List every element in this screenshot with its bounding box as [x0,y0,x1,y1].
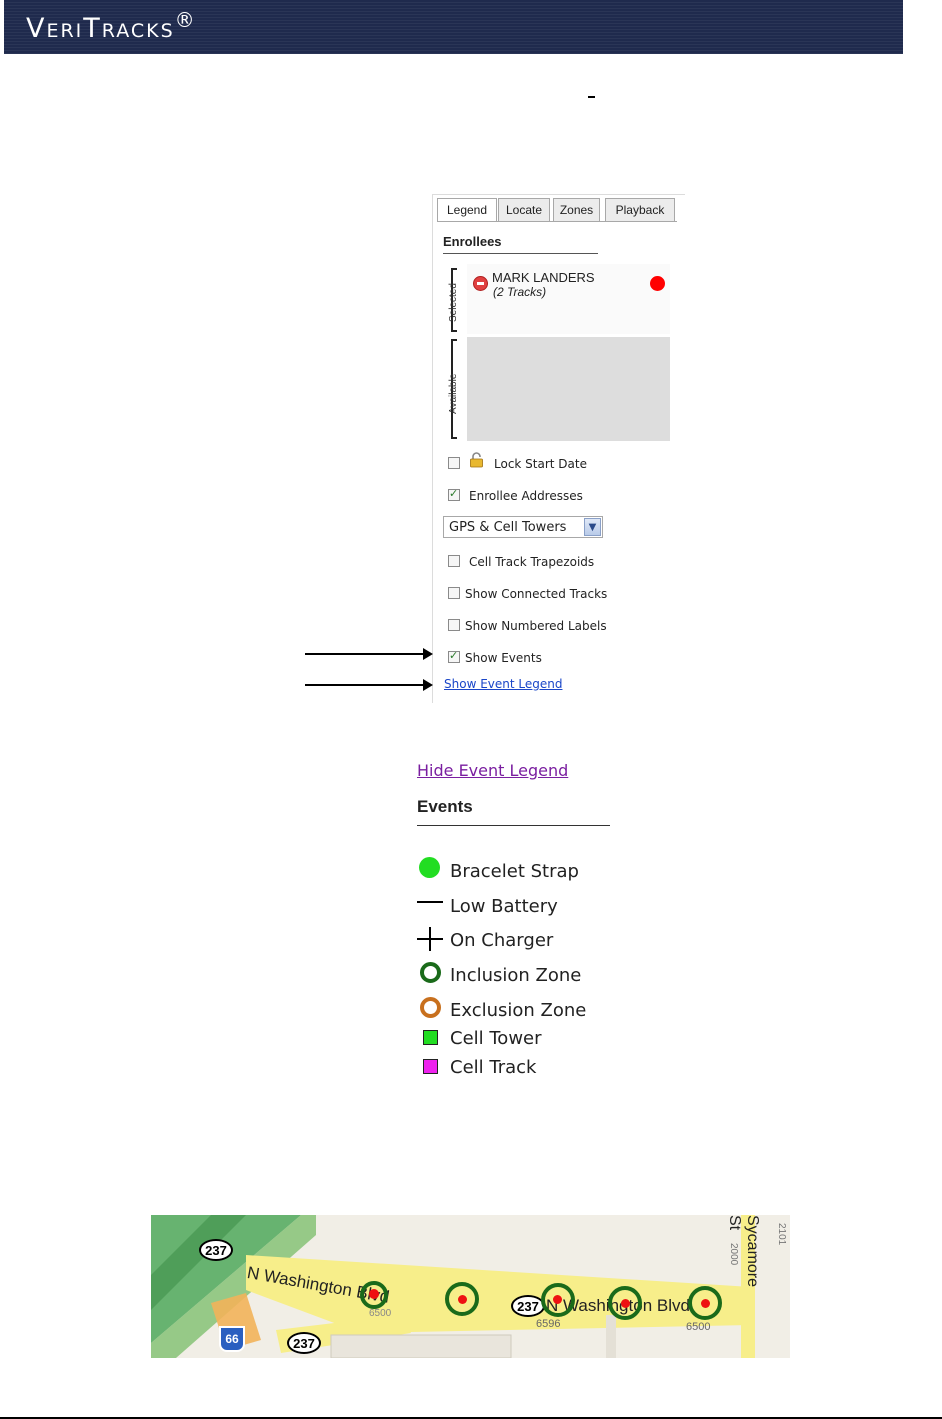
green-dot-icon [419,857,440,878]
registered-mark: ® [174,8,197,32]
available-enrollees-list[interactable] [467,337,670,441]
cell-track-trapezoids-label: Cell Track Trapezoids [469,555,595,569]
address-number-2101: 2101 [776,1223,787,1246]
tab-locate[interactable]: Locate [498,198,550,222]
green-ring-icon [420,962,441,983]
interstate-66-shield: 66 [219,1326,245,1352]
events-underline [417,825,610,826]
arrow-to-show-event-legend [305,679,433,691]
tabs-divider [437,221,677,222]
event-dot-icon [458,1295,467,1304]
route-237-shield-lower: 237 [287,1332,321,1354]
stray-mark [588,96,595,98]
enrollee-addresses-checkbox[interactable] [448,487,460,501]
lock-start-date-checkbox[interactable] [448,457,460,469]
enrollees-heading: Enrollees [443,234,502,249]
event-dot-icon [369,1289,379,1299]
enrollees-underline [443,253,598,254]
tab-zones[interactable]: Zones [553,198,600,222]
chevron-down-icon[interactable]: ▼ [584,518,601,536]
inclusion-zone-marker-2[interactable] [445,1282,479,1316]
show-events-checkbox[interactable] [448,649,460,663]
legend-bracelet-strap: Bracelet Strap [450,861,579,882]
tab-playback[interactable]: Playback [605,198,675,222]
inclusion-zone-marker-5[interactable] [688,1286,722,1320]
plus-icon-vertical [429,927,431,951]
route-237-shield-mid: 237 [511,1295,545,1317]
show-numbered-labels-label: Show Numbered Labels [465,619,607,633]
page-bottom-rule [0,1417,942,1419]
arrow-to-show-events [305,648,433,660]
address-number-6500-right: 6500 [686,1321,711,1333]
inclusion-zone-marker-3[interactable] [541,1283,575,1317]
address-number-6596: 6596 [536,1318,561,1330]
brand-text: VeriTracks [26,13,175,44]
legend-on-charger: On Charger [450,930,554,951]
legend-inclusion-zone: Inclusion Zone [450,965,582,986]
event-dot-icon [553,1295,562,1304]
selected-label: Selected [448,283,459,322]
events-heading: Events [417,797,473,816]
hide-event-legend-link[interactable]: Hide Event Legend [417,761,569,780]
lock-start-date-label: Lock Start Date [494,457,587,471]
orange-ring-icon [420,997,441,1018]
enrollee-addresses-label: Enrollee Addresses [469,489,583,503]
enrollee-name[interactable]: MARK LANDERS [492,270,595,285]
selected-enrollees-list[interactable] [467,264,670,334]
map-view[interactable]: 237 237 237 66 N Washington Blvd N Washi… [151,1215,790,1358]
address-number-6500-left: 6500 [369,1308,392,1319]
track-source-select[interactable] [443,516,603,538]
legend-cell-tower: Cell Tower [450,1028,542,1049]
route-237-shield: 237 [199,1239,233,1261]
show-event-legend-link[interactable]: Show Event Legend [444,677,563,691]
cell-track-trapezoids-checkbox[interactable] [448,555,460,567]
show-connected-tracks-label: Show Connected Tracks [465,587,608,601]
remove-enrollee-icon[interactable] [473,276,488,291]
green-square-icon [423,1030,438,1045]
track-source-value: GPS & Cell Towers [449,520,567,535]
enrollee-track-count: (2 Tracks) [493,285,547,299]
lock-icon [470,452,483,468]
address-number-2000: 2000 [728,1243,739,1266]
legend-low-battery: Low Battery [450,896,558,917]
show-numbered-labels-checkbox[interactable] [448,619,460,631]
legend-exclusion-zone: Exclusion Zone [450,1000,587,1021]
legend-cell-track: Cell Track [450,1057,537,1078]
tab-legend[interactable]: Legend [437,198,497,222]
enrollee-status-dot-icon [650,276,665,291]
available-label: Available [448,373,459,414]
show-events-label: Show Events [465,651,542,665]
show-connected-tracks-checkbox[interactable] [448,587,460,599]
inclusion-zone-marker-1[interactable] [360,1281,388,1309]
brand-title: VeriTracks® [26,8,197,44]
header-banner [4,0,903,54]
minus-icon [417,901,443,903]
inclusion-zone-marker-4[interactable] [608,1286,642,1320]
event-dot-icon [621,1299,630,1308]
event-dot-icon [701,1299,710,1308]
selected-bracket [451,268,457,332]
available-bracket [451,339,457,439]
magenta-square-icon [423,1059,438,1074]
